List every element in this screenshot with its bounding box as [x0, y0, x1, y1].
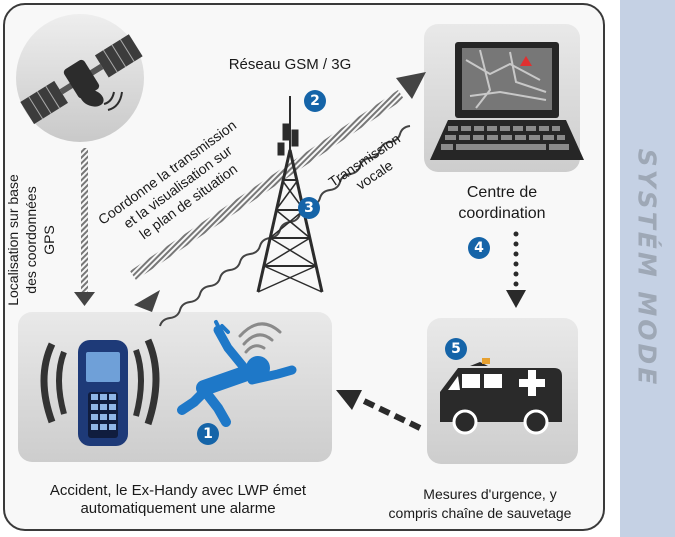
- laptop-map-icon: [430, 42, 584, 160]
- cell-tower-icon: [256, 96, 324, 293]
- sidebar: [620, 0, 675, 537]
- network-label: Réseau GSM / 3G: [228, 56, 352, 73]
- rescue-arrow: [336, 390, 422, 431]
- step-badge-3: 3: [298, 197, 320, 219]
- gps-label: Localisation sur base des coordonnées GP…: [5, 174, 57, 306]
- accident-label-line-1: Accident, le Ex-Handy avec LWP émet: [49, 482, 307, 499]
- rescue-label-line-2: compris chaîne de sauvetage: [388, 505, 572, 521]
- accident-panel: [18, 312, 332, 462]
- mobile-phone-icon: [40, 338, 160, 446]
- center-label-line-1: Centre de: [466, 184, 538, 201]
- center-label-line-2: coordination: [458, 205, 546, 222]
- step-badge-2: 2: [304, 90, 326, 112]
- step-badge-5: 5: [445, 338, 467, 360]
- dispatch-arrow: [506, 231, 526, 308]
- falling-person-icon: [177, 320, 297, 427]
- satellite-icon: [16, 14, 144, 142]
- rescue-label-line-1: Mesures d'urgence, y: [423, 486, 557, 502]
- transmission-arrow: [130, 72, 426, 280]
- accident-label-line-2: automatiquement une alarme: [80, 500, 276, 517]
- step-badge-4: 4: [468, 237, 490, 259]
- step-badge-1: 1: [197, 423, 219, 445]
- ambulance-icon: [440, 358, 562, 435]
